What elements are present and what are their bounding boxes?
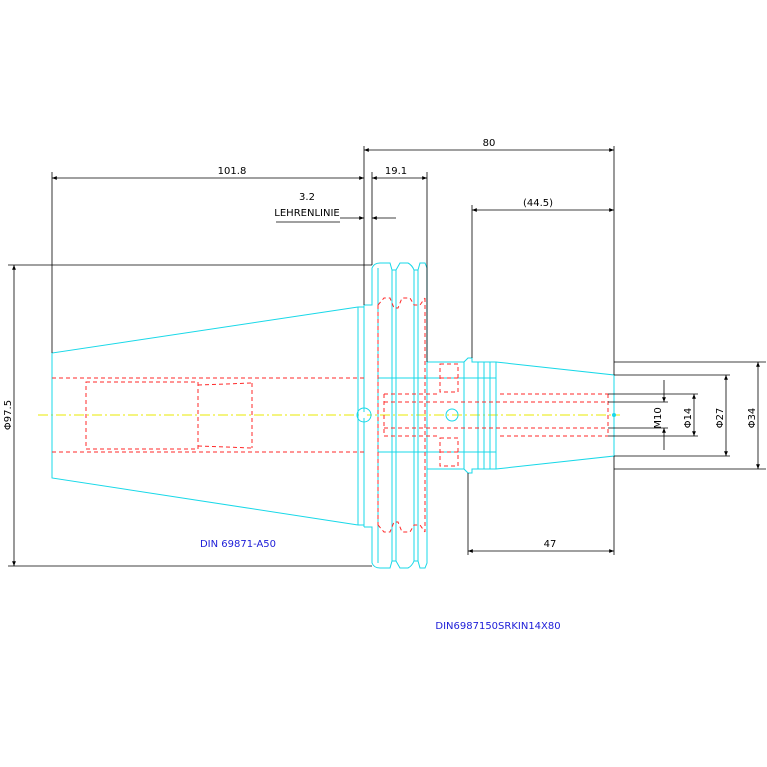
dim-bore-diameter: Φ14 xyxy=(683,408,694,429)
gauge-point-marker xyxy=(356,407,372,423)
dim-nose-diameter-large: Φ34 xyxy=(747,408,758,429)
dim-nose-diameter-small: Φ27 xyxy=(715,408,726,429)
dim-gauge-line-label: LEHRENLINIE xyxy=(274,208,339,219)
holder-outline xyxy=(51,262,616,569)
flange xyxy=(364,262,428,569)
dim-flange-width: 19.1 xyxy=(385,166,407,177)
dimension-lines xyxy=(8,146,766,567)
dim-gauge-offset: 3.2 xyxy=(299,192,315,203)
dim-thread: M10 xyxy=(653,407,664,428)
dim-overall-length: 80 xyxy=(483,138,496,149)
taper-standard-label: DIN 69871-A50 xyxy=(200,539,276,550)
dim-bore-depth: (44.5) xyxy=(523,198,553,209)
hidden-lines xyxy=(52,297,609,533)
dim-clamp-length: 47 xyxy=(544,539,557,550)
dim-taper-length: 101.8 xyxy=(218,166,247,177)
dim-flange-diameter: Φ97.5 xyxy=(3,400,14,430)
part-number-label: DIN6987150SRKIN14X80 xyxy=(435,621,560,632)
taper-cone xyxy=(51,306,359,526)
